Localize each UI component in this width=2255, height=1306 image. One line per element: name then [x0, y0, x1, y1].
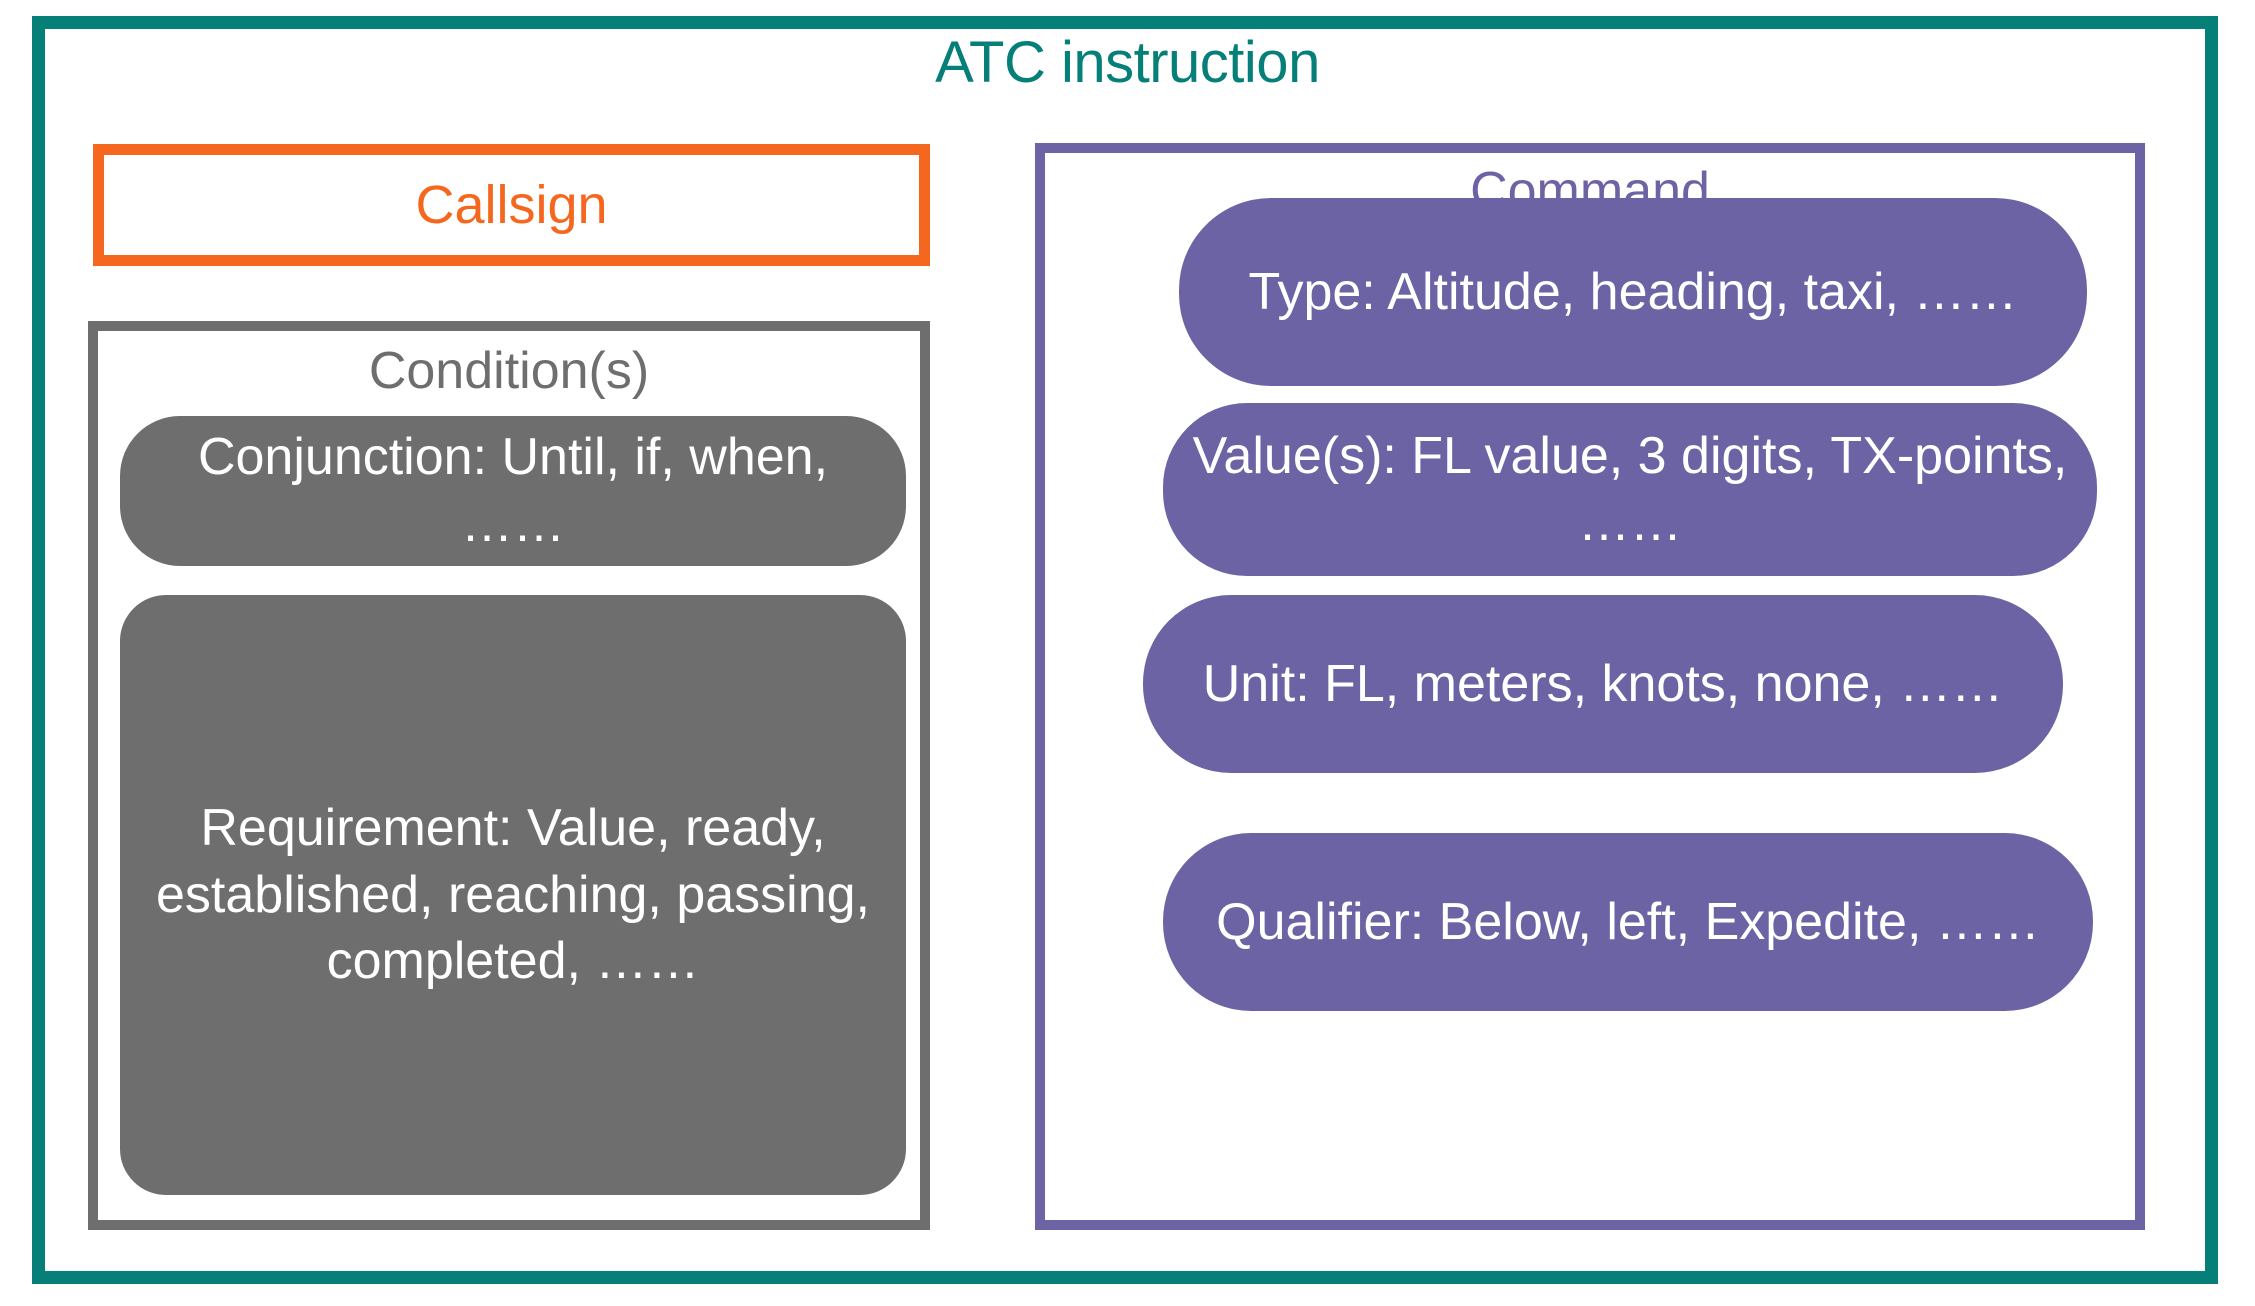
command-box: Command Type: Altitude, heading, taxi, …… [1035, 143, 2145, 1230]
page-title: ATC instruction [935, 30, 1320, 95]
callsign-box: Callsign [93, 144, 930, 266]
command-pill-qualifier: Qualifier: Below, left, Expedite, …… [1163, 833, 2093, 1011]
condition-pill-conjunction: Conjunction: Until, if, when, …… [120, 416, 906, 566]
condition-pill-requirement: Requirement: Value, ready, established, … [120, 595, 906, 1195]
command-pill-values: Value(s): FL value, 3 digits, TX-points,… [1163, 403, 2097, 576]
command-pill-type: Type: Altitude, heading, taxi, …… [1179, 198, 2087, 386]
command-pill-unit: Unit: FL, meters, knots, none, …… [1143, 595, 2063, 773]
conditions-box: Condition(s) Conjunction: Until, if, whe… [88, 321, 930, 1230]
callsign-label: Callsign [415, 175, 608, 235]
conditions-title: Condition(s) [368, 342, 650, 400]
